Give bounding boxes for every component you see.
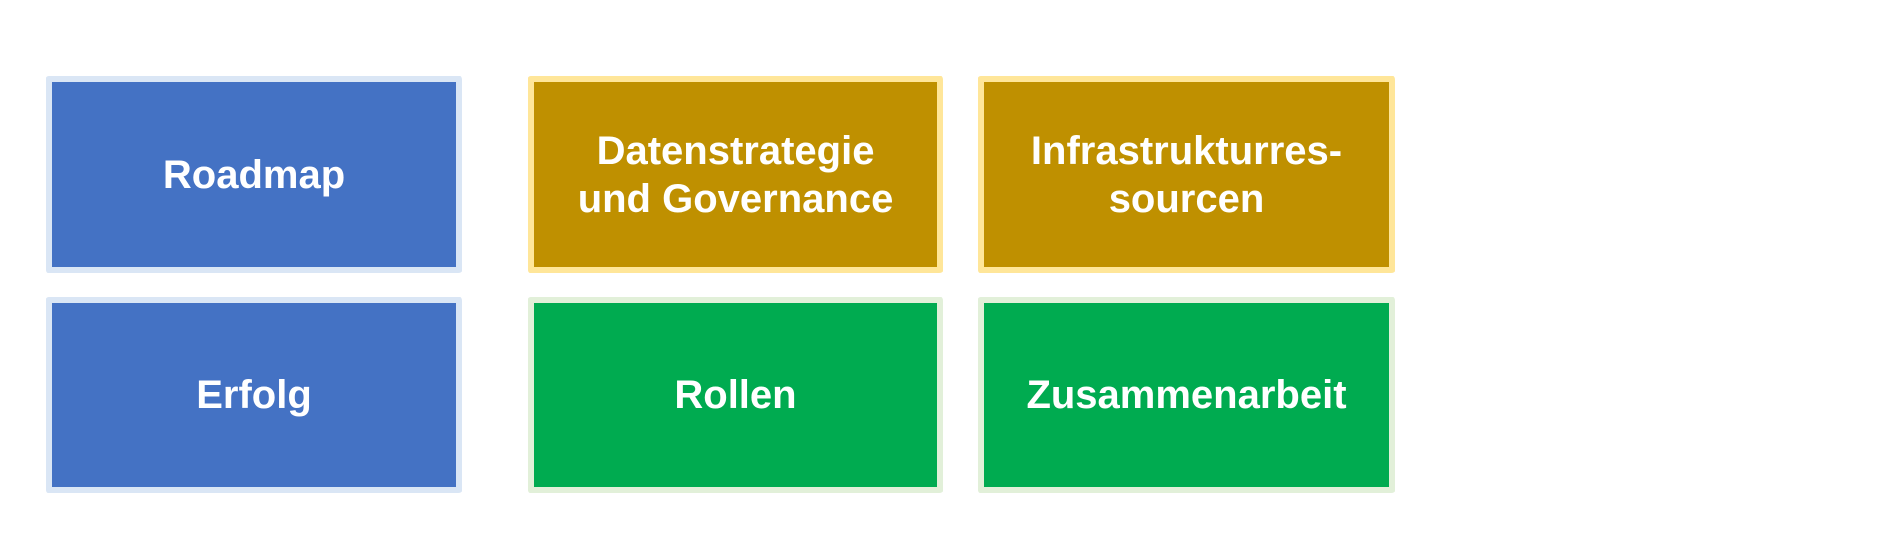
tile-infrastrukturressourcen: Infrastrukturres- sourcen — [978, 76, 1395, 273]
tile-zusammenarbeit: Zusammenarbeit — [978, 297, 1395, 493]
tile-label-zusammenarbeit: Zusammenarbeit — [1026, 373, 1347, 417]
tile-label-infrastrukturressourcen: Infrastrukturres- sourcen — [1030, 128, 1343, 221]
tile-datenstrategie-und-governance: Datenstrategie und Governance — [528, 76, 943, 273]
tile-roadmap: Roadmap — [46, 76, 462, 273]
tile-label-roadmap: Roadmap — [162, 152, 346, 197]
tile-label-erfolg: Erfolg — [196, 373, 312, 417]
tile-label-rollen: Rollen — [674, 373, 797, 417]
tile-label-datenstrategie-und-governance: Datenstrategie und Governance — [577, 128, 894, 221]
tile-rollen: Rollen — [528, 297, 943, 493]
tile-erfolg: Erfolg — [46, 297, 462, 493]
